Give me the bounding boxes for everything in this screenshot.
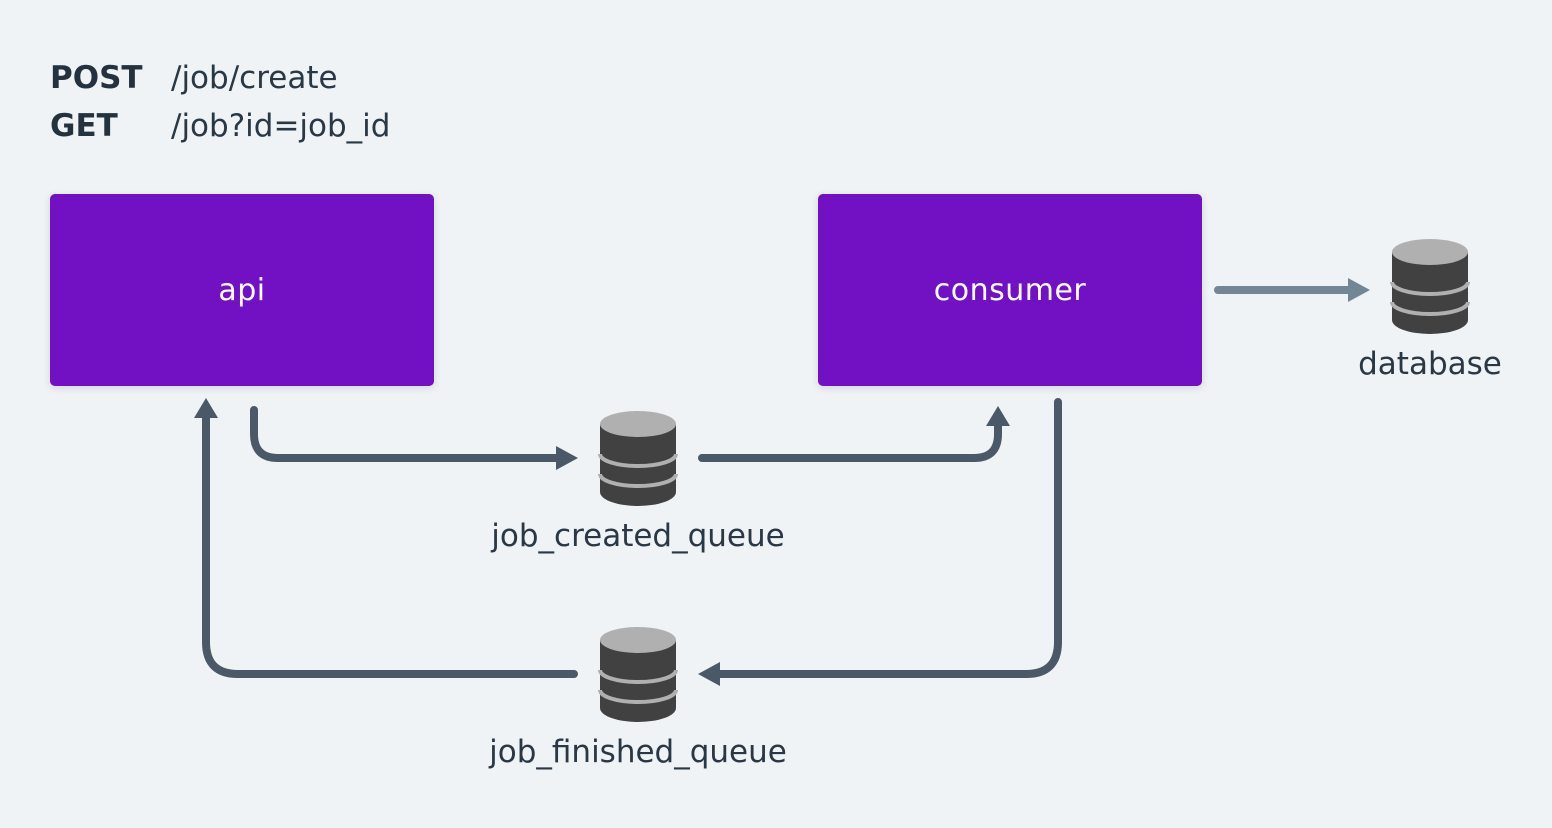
api-service-label: api	[218, 272, 266, 308]
database-cylinder-icon	[598, 627, 678, 722]
finished-queue-to-api-arrow	[202, 412, 578, 678]
database-cylinder-icon	[1390, 239, 1470, 334]
database-cylinder-icon	[598, 411, 678, 506]
arrowheads	[194, 278, 1370, 686]
endpoint-list: POST /job/create GET /job?id=job_id	[50, 54, 390, 150]
endpoint-method: POST	[50, 60, 143, 96]
arrowhead-right	[556, 446, 578, 470]
endpoint-path: /job/create	[171, 60, 338, 96]
arrowhead-right	[1348, 278, 1370, 302]
api-to-created-queue-arrow	[250, 406, 564, 462]
arrowhead-up	[194, 398, 218, 418]
endpoint-path: /job?id=job_id	[171, 108, 391, 144]
endpoint-row: GET /job?id=job_id	[50, 102, 390, 150]
endpoint-method: GET	[50, 108, 118, 144]
arrowhead-left	[698, 662, 720, 686]
api-service-box: api	[50, 194, 434, 386]
endpoint-row: POST /job/create	[50, 54, 390, 102]
database-label: database	[1358, 346, 1502, 382]
job-created-queue-label: job_created_queue	[491, 518, 785, 554]
consumer-service-label: consumer	[933, 272, 1087, 308]
arrowhead-up	[986, 406, 1010, 426]
consumer-service-box: consumer	[818, 194, 1202, 386]
created-queue-to-consumer-arrow	[698, 420, 1002, 462]
job-finished-queue-label: job_finished_queue	[489, 734, 787, 770]
consumer-to-finished-queue-arrow	[714, 398, 1062, 678]
